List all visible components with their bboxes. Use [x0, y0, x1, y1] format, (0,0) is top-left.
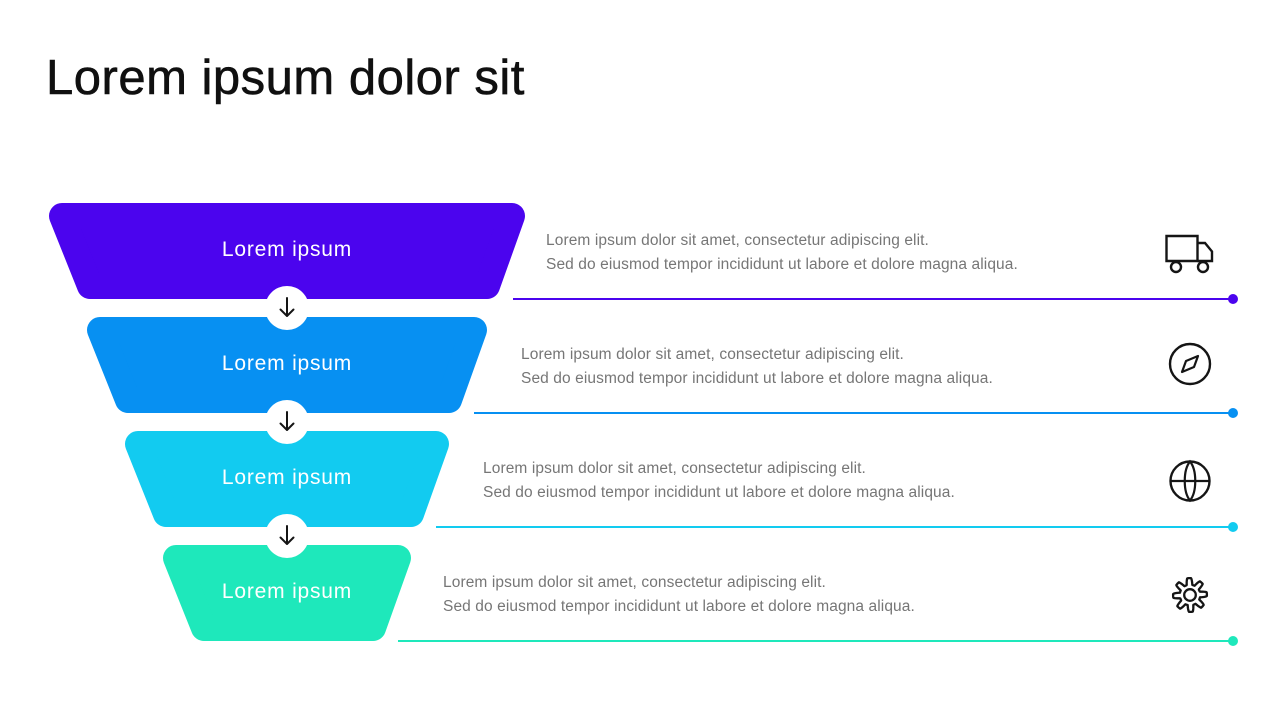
step-1-desc-line-2: Sed do eiusmod tempor incididunt ut labo…	[546, 255, 1018, 273]
step-2-description: Lorem ipsum dolor sit amet, consectetur …	[521, 343, 993, 390]
funnel-segment-3-label: Lorem ipsum	[221, 466, 353, 489]
funnel-segment-4-label: Lorem ipsum	[221, 580, 353, 603]
arrow-down-icon	[265, 400, 309, 444]
step-1-desc-line-1: Lorem ipsum dolor sit amet, consectetur …	[546, 232, 929, 249]
step-4-desc-line-2: Sed do eiusmod tempor incididunt ut labo…	[443, 597, 915, 615]
step-2-desc-line-1: Lorem ipsum dolor sit amet, consectetur …	[521, 346, 904, 363]
step-3-desc-line-2: Sed do eiusmod tempor incididunt ut labo…	[483, 483, 955, 501]
step-4-description: Lorem ipsum dolor sit amet, consectetur …	[443, 571, 915, 618]
step-3-divider	[436, 526, 1233, 528]
globe-icon	[1167, 458, 1213, 504]
step-4-desc-line-1: Lorem ipsum dolor sit amet, consectetur …	[443, 574, 826, 591]
funnel-segment-1-label: Lorem ipsum	[221, 238, 353, 261]
gear-icon	[1167, 572, 1213, 618]
step-4-end-dot	[1228, 636, 1238, 646]
truck-icon	[1163, 229, 1217, 275]
arrow-down-icon	[265, 286, 309, 330]
step-2-end-dot	[1228, 408, 1238, 418]
compass-icon	[1167, 341, 1213, 387]
slide-title: Lorem ipsum dolor sit	[46, 51, 525, 106]
step-3-description: Lorem ipsum dolor sit amet, consectetur …	[483, 457, 955, 504]
step-4-divider	[398, 640, 1233, 642]
funnel-segment-2	[87, 317, 487, 413]
step-3-end-dot	[1228, 522, 1238, 532]
step-2-divider	[474, 412, 1233, 414]
step-1-description: Lorem ipsum dolor sit amet, consectetur …	[546, 229, 1018, 276]
funnel-segment-1	[49, 203, 525, 299]
arrow-down-icon	[265, 514, 309, 558]
funnel-segment-4	[163, 545, 411, 641]
funnel-segment-2-label: Lorem ipsum	[221, 352, 353, 375]
funnel-segment-3	[125, 431, 449, 527]
step-1-divider	[513, 298, 1233, 300]
step-2-desc-line-2: Sed do eiusmod tempor incididunt ut labo…	[521, 369, 993, 387]
step-1-end-dot	[1228, 294, 1238, 304]
step-3-desc-line-1: Lorem ipsum dolor sit amet, consectetur …	[483, 460, 866, 477]
